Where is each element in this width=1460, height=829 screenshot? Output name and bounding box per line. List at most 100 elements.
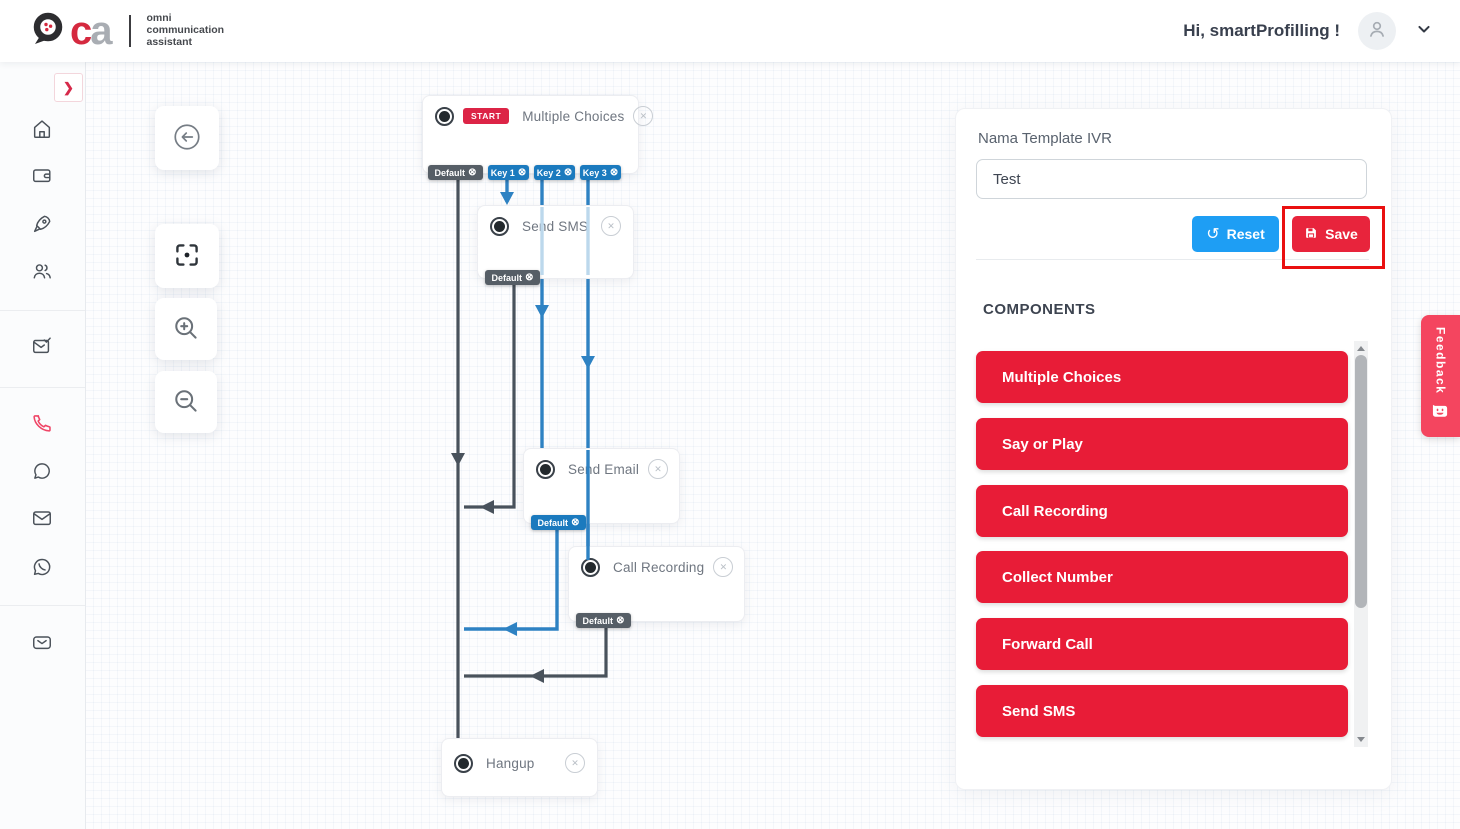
remove-tag-icon[interactable]: ⊗ [525, 271, 534, 283]
users-icon [31, 264, 53, 286]
node-input-port[interactable] [490, 216, 509, 236]
components-scrollbar-thumb[interactable] [1355, 355, 1367, 608]
phone-icon [31, 414, 53, 438]
logo-letter-c: c [70, 9, 92, 53]
sidebar-divider [0, 605, 85, 606]
sidebar-item-voice-active[interactable] [31, 412, 55, 436]
components-title: COMPONENTS [983, 301, 1096, 318]
output-tag-default[interactable]: Default ⊗ [428, 165, 483, 180]
component-call-recording[interactable]: Call Recording [976, 485, 1348, 537]
logo-wordmark: omni communication assistant [146, 12, 225, 48]
node-title: Hangup [486, 755, 535, 771]
remove-tag-icon[interactable]: ⊗ [616, 614, 625, 626]
output-tag-key1[interactable]: Key 1 ⊗ [488, 165, 529, 180]
zoom-in-icon [171, 313, 201, 346]
reset-icon: ↺ [1206, 226, 1220, 243]
focus-frame-icon [172, 240, 202, 273]
output-tag-key3[interactable]: Key 3 ⊗ [580, 165, 621, 180]
node-multiple-choices[interactable]: START Multiple Choices ✕ Default ⊗ Key 1… [422, 95, 654, 180]
remove-tag-icon[interactable]: ⊗ [468, 166, 477, 178]
template-name-input[interactable] [976, 159, 1367, 199]
canvas-zoom-in-button[interactable] [155, 298, 217, 360]
wallet-icon [31, 169, 53, 190]
node-title: Multiple Choices [522, 108, 625, 124]
rocket-icon [31, 215, 53, 239]
whatsapp-icon [31, 558, 53, 582]
logo-letter-a: a [90, 9, 112, 53]
node-call-recording[interactable]: Call Recording ✕ Default ⊗ [568, 546, 745, 628]
node-close-icon[interactable]: ✕ [648, 459, 669, 479]
sidebar-item-inbox[interactable] [31, 631, 55, 655]
node-input-port[interactable] [536, 459, 555, 479]
mail-check-icon [31, 337, 53, 361]
remove-tag-icon[interactable]: ⊗ [517, 166, 527, 178]
top-bar: c a omni communication assistant Hi, sma… [0, 0, 1460, 62]
canvas-fit-view-button[interactable] [155, 224, 219, 288]
sidebar-item-livechat[interactable] [31, 460, 55, 484]
node-close-icon[interactable]: ✕ [713, 557, 734, 577]
node-close-icon[interactable]: ✕ [565, 753, 585, 773]
sidebar-item-campaign[interactable] [31, 213, 55, 237]
node-title: Send SMS [522, 218, 589, 234]
sidebar: ❯ [0, 62, 86, 829]
save-button[interactable]: Save [1292, 216, 1370, 252]
app-logo: c a omni communication assistant [30, 10, 224, 53]
inbox-icon [31, 636, 53, 657]
reset-button[interactable]: ↺ Reset [1192, 216, 1279, 252]
panel-divider [976, 259, 1369, 260]
node-input-port[interactable] [454, 753, 473, 773]
node-title: Send Email [568, 461, 640, 477]
component-multiple-choices[interactable]: Multiple Choices [976, 351, 1348, 403]
node-title: Call Recording [613, 559, 705, 575]
canvas-zoom-out-button[interactable] [155, 371, 217, 433]
node-close-icon[interactable]: ✕ [601, 216, 621, 236]
remove-tag-icon[interactable]: ⊗ [609, 166, 619, 178]
component-forward-call[interactable]: Forward Call [976, 618, 1348, 670]
save-floppy-icon [1304, 226, 1318, 243]
sidebar-expand-button[interactable]: ❯ [54, 73, 83, 102]
oca-bubble-icon [30, 10, 66, 53]
output-tag-default[interactable]: Default ⊗ [576, 613, 631, 628]
node-send-email[interactable]: Send Email ✕ Default ⊗ [523, 448, 680, 530]
home-icon [31, 120, 53, 144]
sidebar-divider [0, 387, 85, 388]
node-send-sms[interactable]: Send SMS ✕ Default ⊗ [477, 205, 634, 285]
user-menu-chevron[interactable] [1414, 19, 1434, 44]
remove-tag-icon[interactable]: ⊗ [571, 516, 580, 528]
component-say-or-play[interactable]: Say or Play [976, 418, 1348, 470]
node-hangup[interactable]: Hangup ✕ [441, 738, 598, 797]
chevron-down-icon [1414, 19, 1434, 44]
mail-icon [31, 511, 53, 533]
remove-tag-icon[interactable]: ⊗ [563, 166, 573, 178]
node-input-port[interactable] [435, 106, 454, 126]
feedback-label: Feedback [1433, 326, 1448, 395]
component-collect-number[interactable]: Collect Number [976, 551, 1348, 603]
feedback-smiley-icon [1431, 403, 1450, 425]
component-send-sms[interactable]: Send SMS [976, 685, 1348, 737]
output-tag-key2[interactable]: Key 2 ⊗ [534, 165, 575, 180]
sidebar-item-whatsapp[interactable] [31, 556, 55, 580]
sidebar-item-broadcast[interactable] [31, 335, 55, 359]
arrow-left-circle-icon [171, 121, 203, 156]
output-tag-default[interactable]: Default ⊗ [485, 270, 540, 285]
chevron-right-icon: ❯ [63, 79, 74, 95]
logo-divider [128, 15, 131, 47]
start-badge: START [463, 108, 510, 124]
sidebar-item-contacts[interactable] [31, 260, 55, 284]
output-tag-default[interactable]: Default ⊗ [531, 515, 586, 530]
sidebar-item-email[interactable] [31, 507, 55, 531]
scrollbar-down-arrow[interactable] [1357, 737, 1365, 742]
feedback-tab[interactable]: Feedback [1421, 315, 1460, 437]
zoom-out-icon [171, 386, 201, 419]
avatar[interactable] [1358, 12, 1396, 50]
sidebar-item-home[interactable] [31, 118, 55, 142]
sidebar-item-wallet[interactable] [31, 164, 55, 188]
scrollbar-up-arrow[interactable] [1357, 346, 1365, 351]
canvas-back-button[interactable] [155, 106, 219, 170]
node-input-port[interactable] [581, 557, 600, 577]
node-close-icon[interactable]: ✕ [633, 106, 654, 126]
template-name-label: Nama Template IVR [978, 130, 1112, 147]
components-list: Multiple Choices Say or Play Call Record… [976, 341, 1369, 751]
sidebar-divider [0, 310, 85, 311]
